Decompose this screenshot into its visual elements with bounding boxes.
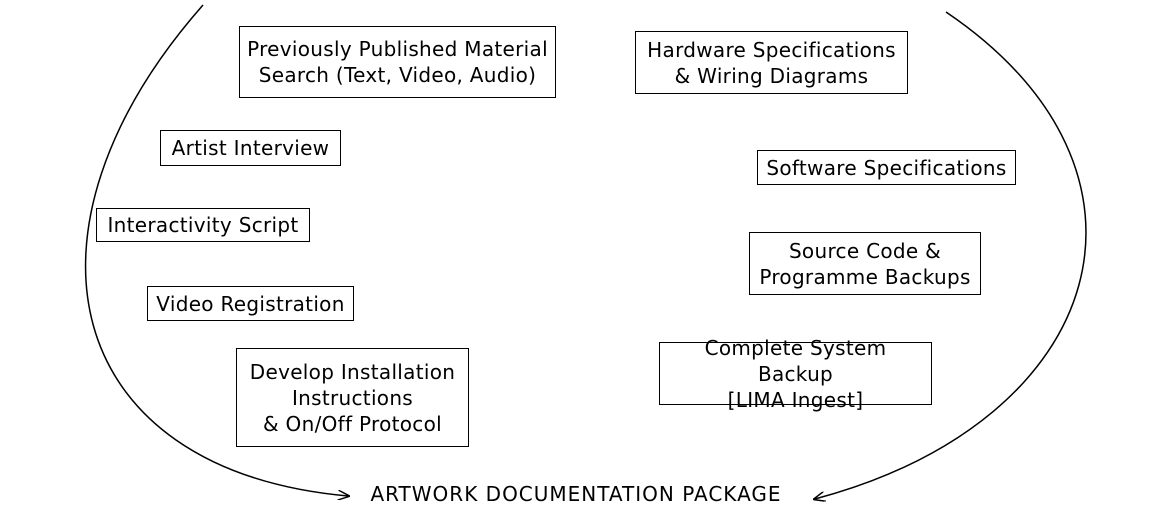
right-curve-arrow [815,11,1087,499]
box-installation-instructions: Develop Installation Instructions & On/O… [236,348,469,447]
left-curve-arrow [84,4,348,496]
box-complete-system-backup: Complete System Backup [LIMA Ingest] [659,336,932,412]
box-software-specifications: Software Specifications [757,150,1016,185]
box-source-code-backups: Source Code & Programme Backups [749,232,981,295]
box-artist-interview: Artist Interview [160,130,341,166]
box-hardware-specifications: Hardware Specifications & Wiring Diagram… [635,31,908,94]
box-video-registration: Video Registration [147,286,354,321]
box-published-material-search: Previously Published Material Search (Te… [239,26,556,98]
box-interactivity-script: Interactivity Script [96,208,310,242]
diagram-title: ARTWORK DOCUMENTATION PACKAGE [370,482,782,506]
